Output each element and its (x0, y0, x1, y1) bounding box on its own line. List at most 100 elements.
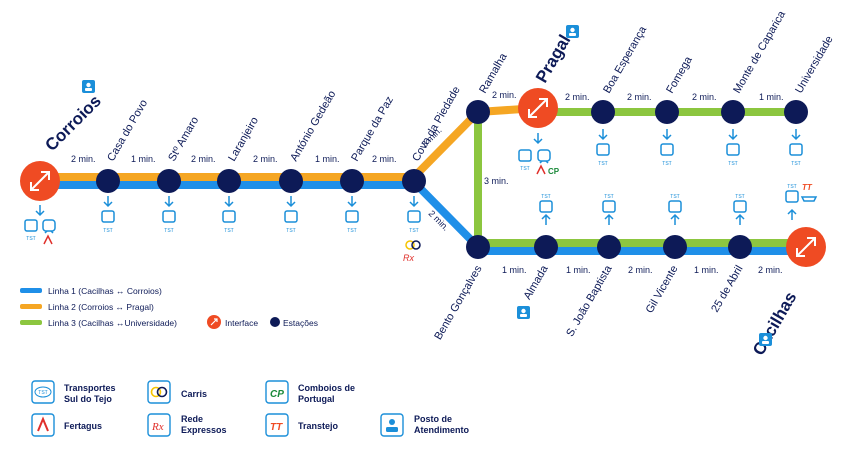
svg-text:TST: TST (728, 161, 737, 167)
key-fertagus-label: Fertagus (64, 421, 102, 431)
time-label: 1 min. (131, 154, 156, 164)
transport-key: TST Transportes Sul do Tejo Fertagus Car… (31, 380, 470, 437)
transtejo-icon: TT (800, 183, 818, 202)
train-icon (42, 219, 56, 234)
station-name-pragal: Pragal (532, 31, 574, 86)
station-fomega[interactable] (655, 100, 679, 124)
station-name-bento-goncalves: Bento Gonçalves (432, 263, 485, 342)
bus-connection-icon: TST (539, 194, 553, 225)
station-st-amaro[interactable] (157, 169, 181, 193)
station-parque-da-paz[interactable] (340, 169, 364, 193)
station-casa-do-povo[interactable] (96, 169, 120, 193)
station-gil-vicente[interactable] (663, 235, 687, 259)
tst-logo-icon (31, 380, 55, 404)
time-label: 2 min. (71, 154, 96, 164)
line-legend: Linha 1 (Cacilhas ↔ Corroios) Linha 2 (C… (20, 286, 318, 329)
rede-expressos-logo-icon (147, 413, 171, 437)
interface-corroios[interactable] (20, 161, 60, 201)
pragal-connections (533, 133, 543, 145)
time-label: 2 min. (758, 265, 783, 275)
bus-connection-icon: TST (660, 129, 674, 167)
legend-line2-swatch (20, 304, 42, 309)
key-tst-label-1: Transportes (64, 383, 116, 393)
bus-connection-icon: TST (596, 129, 610, 167)
station-universidade[interactable] (784, 100, 808, 124)
svg-text:Rx: Rx (403, 253, 414, 263)
legend-line1-swatch (20, 288, 42, 293)
station-antonio-gedeao[interactable] (279, 169, 303, 193)
key-tst-label-2: Sul do Tejo (64, 394, 112, 404)
interface-stations (20, 88, 826, 267)
legend-line1-label: Linha 1 (Cacilhas ↔ Corroios) (48, 286, 162, 296)
key-cp-label-1: Comboios de (298, 383, 355, 393)
corroios-connections (35, 205, 45, 217)
station-bento-goncalves[interactable] (466, 235, 490, 259)
station-name-fomega: Fomega (664, 54, 695, 96)
key-cp-label-2: Portugal (298, 394, 335, 404)
station-ramalha[interactable] (466, 100, 490, 124)
key-rede-label-1: Rede (181, 414, 203, 424)
time-label: 2 min. (565, 92, 590, 102)
time-label: 2 min. (627, 92, 652, 102)
bus-connection-icon: TST (726, 129, 740, 167)
time-label: 2 min. (372, 154, 397, 164)
fertagus-logo-icon (31, 413, 55, 437)
svg-text:TST: TST (103, 228, 112, 234)
fertagus-icon (43, 234, 53, 245)
svg-text:TST: TST (286, 228, 295, 234)
svg-text:TST: TST (520, 166, 529, 172)
station-name-antonio-gedeao: António Gedeão (288, 89, 338, 164)
interface-pragal[interactable] (518, 88, 558, 128)
station-name-corroios: Corroios (41, 91, 105, 155)
legend-line3-swatch (20, 320, 42, 325)
bus-connection-icon: TST (284, 196, 298, 234)
time-label: 2 min. (191, 154, 216, 164)
stations (96, 100, 808, 259)
cp-icon: CP (548, 167, 560, 176)
connection-icons: TST TST TST TST TST TST Rx TST TST CP TS… (24, 129, 818, 263)
station-almada[interactable] (534, 235, 558, 259)
key-carris-label: Carris (181, 389, 207, 399)
bus-connection-icon: TST (407, 196, 421, 234)
time-label: 1 min. (694, 265, 719, 275)
station-name-monte-de-caparica: Monte de Caparica (731, 8, 788, 95)
bus-connection-icon: TST (789, 129, 803, 167)
legend-interface-label: Interface (225, 318, 258, 328)
bus-icon: TST (518, 149, 532, 172)
svg-text:TST: TST (38, 390, 47, 396)
time-label: 1 min. (315, 154, 340, 164)
key-transtejo-label: Transtejo (298, 421, 339, 431)
bus-connection-icon: TST (345, 196, 359, 234)
posto-atendimento-icon (82, 80, 95, 93)
svg-text:TST: TST (26, 236, 35, 242)
svg-text:TST: TST (347, 228, 356, 234)
interface-arrows-icon (796, 237, 816, 257)
station-boa-esperanca[interactable] (591, 100, 615, 124)
station-name-cacilhas: Cacilhas (749, 289, 800, 359)
svg-text:CP: CP (548, 167, 560, 176)
station-name-universidade: Universidade (793, 34, 835, 96)
svg-text:TST: TST (662, 161, 671, 167)
interface-arrows-icon (30, 171, 50, 191)
station-laranjeiro[interactable] (217, 169, 241, 193)
station-monte-de-caparica[interactable] (721, 100, 745, 124)
time-label: 2 min. (492, 90, 517, 100)
carris-logo-icon (147, 380, 171, 404)
legend-stations-label: Estações (283, 318, 318, 328)
station-25-de-abril[interactable] (728, 235, 752, 259)
time-label: 1 min. (759, 92, 784, 102)
bus-connection-icon: TST (602, 194, 616, 225)
transtejo-logo-icon (265, 413, 289, 437)
posto-atendimento-icon (517, 306, 530, 319)
svg-text:TST: TST (604, 194, 613, 200)
key-posto-label-1: Posto de (414, 414, 452, 424)
bus-connection-icon: TST (668, 194, 682, 225)
svg-text:TT: TT (270, 422, 283, 433)
station-cova-da-piedade[interactable] (402, 169, 426, 193)
interface-cacilhas[interactable] (786, 227, 826, 267)
posto-atendimento-icon (759, 333, 772, 346)
cp-logo-icon (265, 380, 289, 404)
posto-atendimento-logo-icon (380, 413, 404, 437)
interface-arrows-icon (528, 98, 548, 118)
station-s-joao-baptista[interactable] (597, 235, 621, 259)
